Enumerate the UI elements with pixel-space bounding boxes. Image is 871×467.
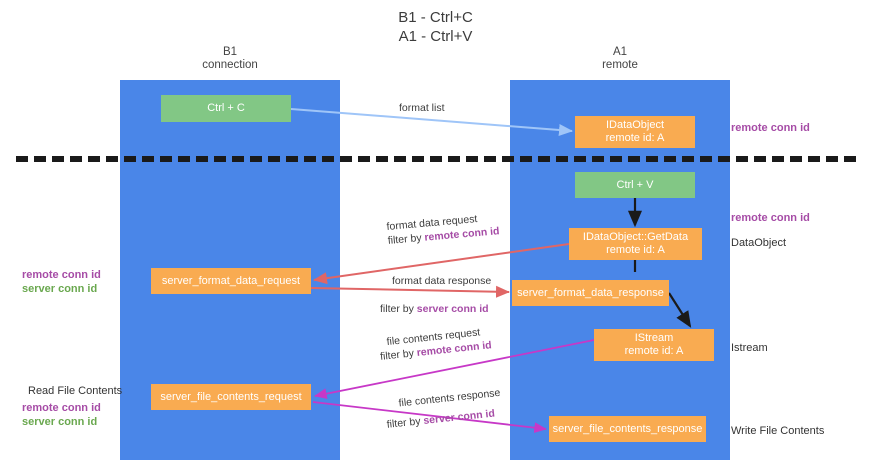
node-server-format-data-response[interactable]: server_format_data_response <box>512 280 669 306</box>
node-server-file-contents-response[interactable]: server_file_contents_response <box>549 416 706 442</box>
column-header-b1: B1 connection <box>120 46 340 72</box>
title-line-1: B1 - Ctrl+C <box>398 9 473 26</box>
edge-label-file-contents-response-prefix: filter by <box>386 415 425 431</box>
node-istream[interactable]: IStream remote id: A <box>594 329 714 361</box>
node-ctrl-v-label: Ctrl + V <box>616 178 654 191</box>
side-label-server-conn-id-1: server conn id <box>22 283 98 295</box>
edge-label-file-contents-request-prefix: filter by <box>379 347 418 363</box>
node-idataobject-title: IDataObject <box>605 119 665 131</box>
edge-label-format-data-response-prefix: filter by <box>380 303 417 315</box>
edge-label-format-data-response: format data response filter by server co… <box>380 274 491 316</box>
node-idataobject-subtitle: remote id: A <box>605 132 665 144</box>
node-getdata-subtitle: remote id: A <box>606 244 665 256</box>
node-server-format-data-request[interactable]: server_format_data_request <box>151 268 311 294</box>
node-istream-title: IStream <box>634 332 674 344</box>
side-label-conn-ids-upper: remote conn id server conn id <box>22 268 101 296</box>
node-idataobject-getdata[interactable]: IDataObject::GetData remote id: A <box>569 228 702 260</box>
edge-label-format-data-response-key: server conn id <box>416 303 489 315</box>
side-label-remote-conn-id-2: remote conn id <box>22 402 101 414</box>
phase-divider <box>16 156 856 162</box>
side-label-write-file-contents: Write File Contents <box>731 425 825 437</box>
side-label-conn-ids-lower: remote conn id server conn id <box>22 401 101 429</box>
arrow-file-contents-response <box>312 401 547 434</box>
side-label-read-file-contents: Read File Contents <box>28 385 123 397</box>
arrow-file-contents-request <box>314 339 595 399</box>
title-line-2: A1 - Ctrl+V <box>398 28 473 45</box>
page-title: B1 - Ctrl+C A1 - Ctrl+V <box>0 8 871 46</box>
arrow-response-to-istream <box>668 292 692 328</box>
side-label-istream: Istream <box>731 342 768 354</box>
side-label-remote-conn-id-mid: remote conn id <box>731 212 810 224</box>
column-b1-name: B1 <box>222 46 238 58</box>
arrow-format-list <box>290 108 573 136</box>
side-label-remote-conn-id-top: remote conn id <box>731 122 810 134</box>
node-getdata-title: IDataObject::GetData <box>582 231 689 243</box>
edge-label-format-data-request-prefix: filter by <box>387 231 425 247</box>
node-server-file-contents-request[interactable]: server_file_contents_request <box>151 384 311 410</box>
node-server-format-data-request-label: server_format_data_request <box>161 274 301 287</box>
side-label-server-conn-id-2: server conn id <box>22 416 98 428</box>
node-server-format-data-response-label: server_format_data_response <box>517 286 664 299</box>
node-server-file-contents-response-label: server_file_contents_response <box>552 422 703 435</box>
node-ctrl-c-label: Ctrl + C <box>207 102 245 114</box>
arrow-format-data-request <box>313 243 570 285</box>
node-ctrl-c[interactable]: Ctrl + C <box>161 95 291 122</box>
side-label-dataobject: DataObject <box>731 237 787 249</box>
column-a1-name: A1 <box>612 46 628 58</box>
edge-label-format-list: format list <box>399 102 445 114</box>
edge-label-format-data-response-line1: format data response <box>392 275 492 287</box>
arrow-format-data-response <box>310 285 510 298</box>
node-server-file-contents-request-label: server_file_contents_request <box>160 390 302 403</box>
side-label-remote-conn-id-1: remote conn id <box>22 269 101 281</box>
column-b1-role: connection <box>202 59 258 71</box>
column-a1-role: remote <box>602 59 638 71</box>
column-header-a1: A1 remote <box>510 46 730 72</box>
node-idataobject[interactable]: IDataObject remote id: A <box>575 116 695 148</box>
node-istream-subtitle: remote id: A <box>624 345 684 357</box>
node-ctrl-v[interactable]: Ctrl + V <box>575 172 695 198</box>
